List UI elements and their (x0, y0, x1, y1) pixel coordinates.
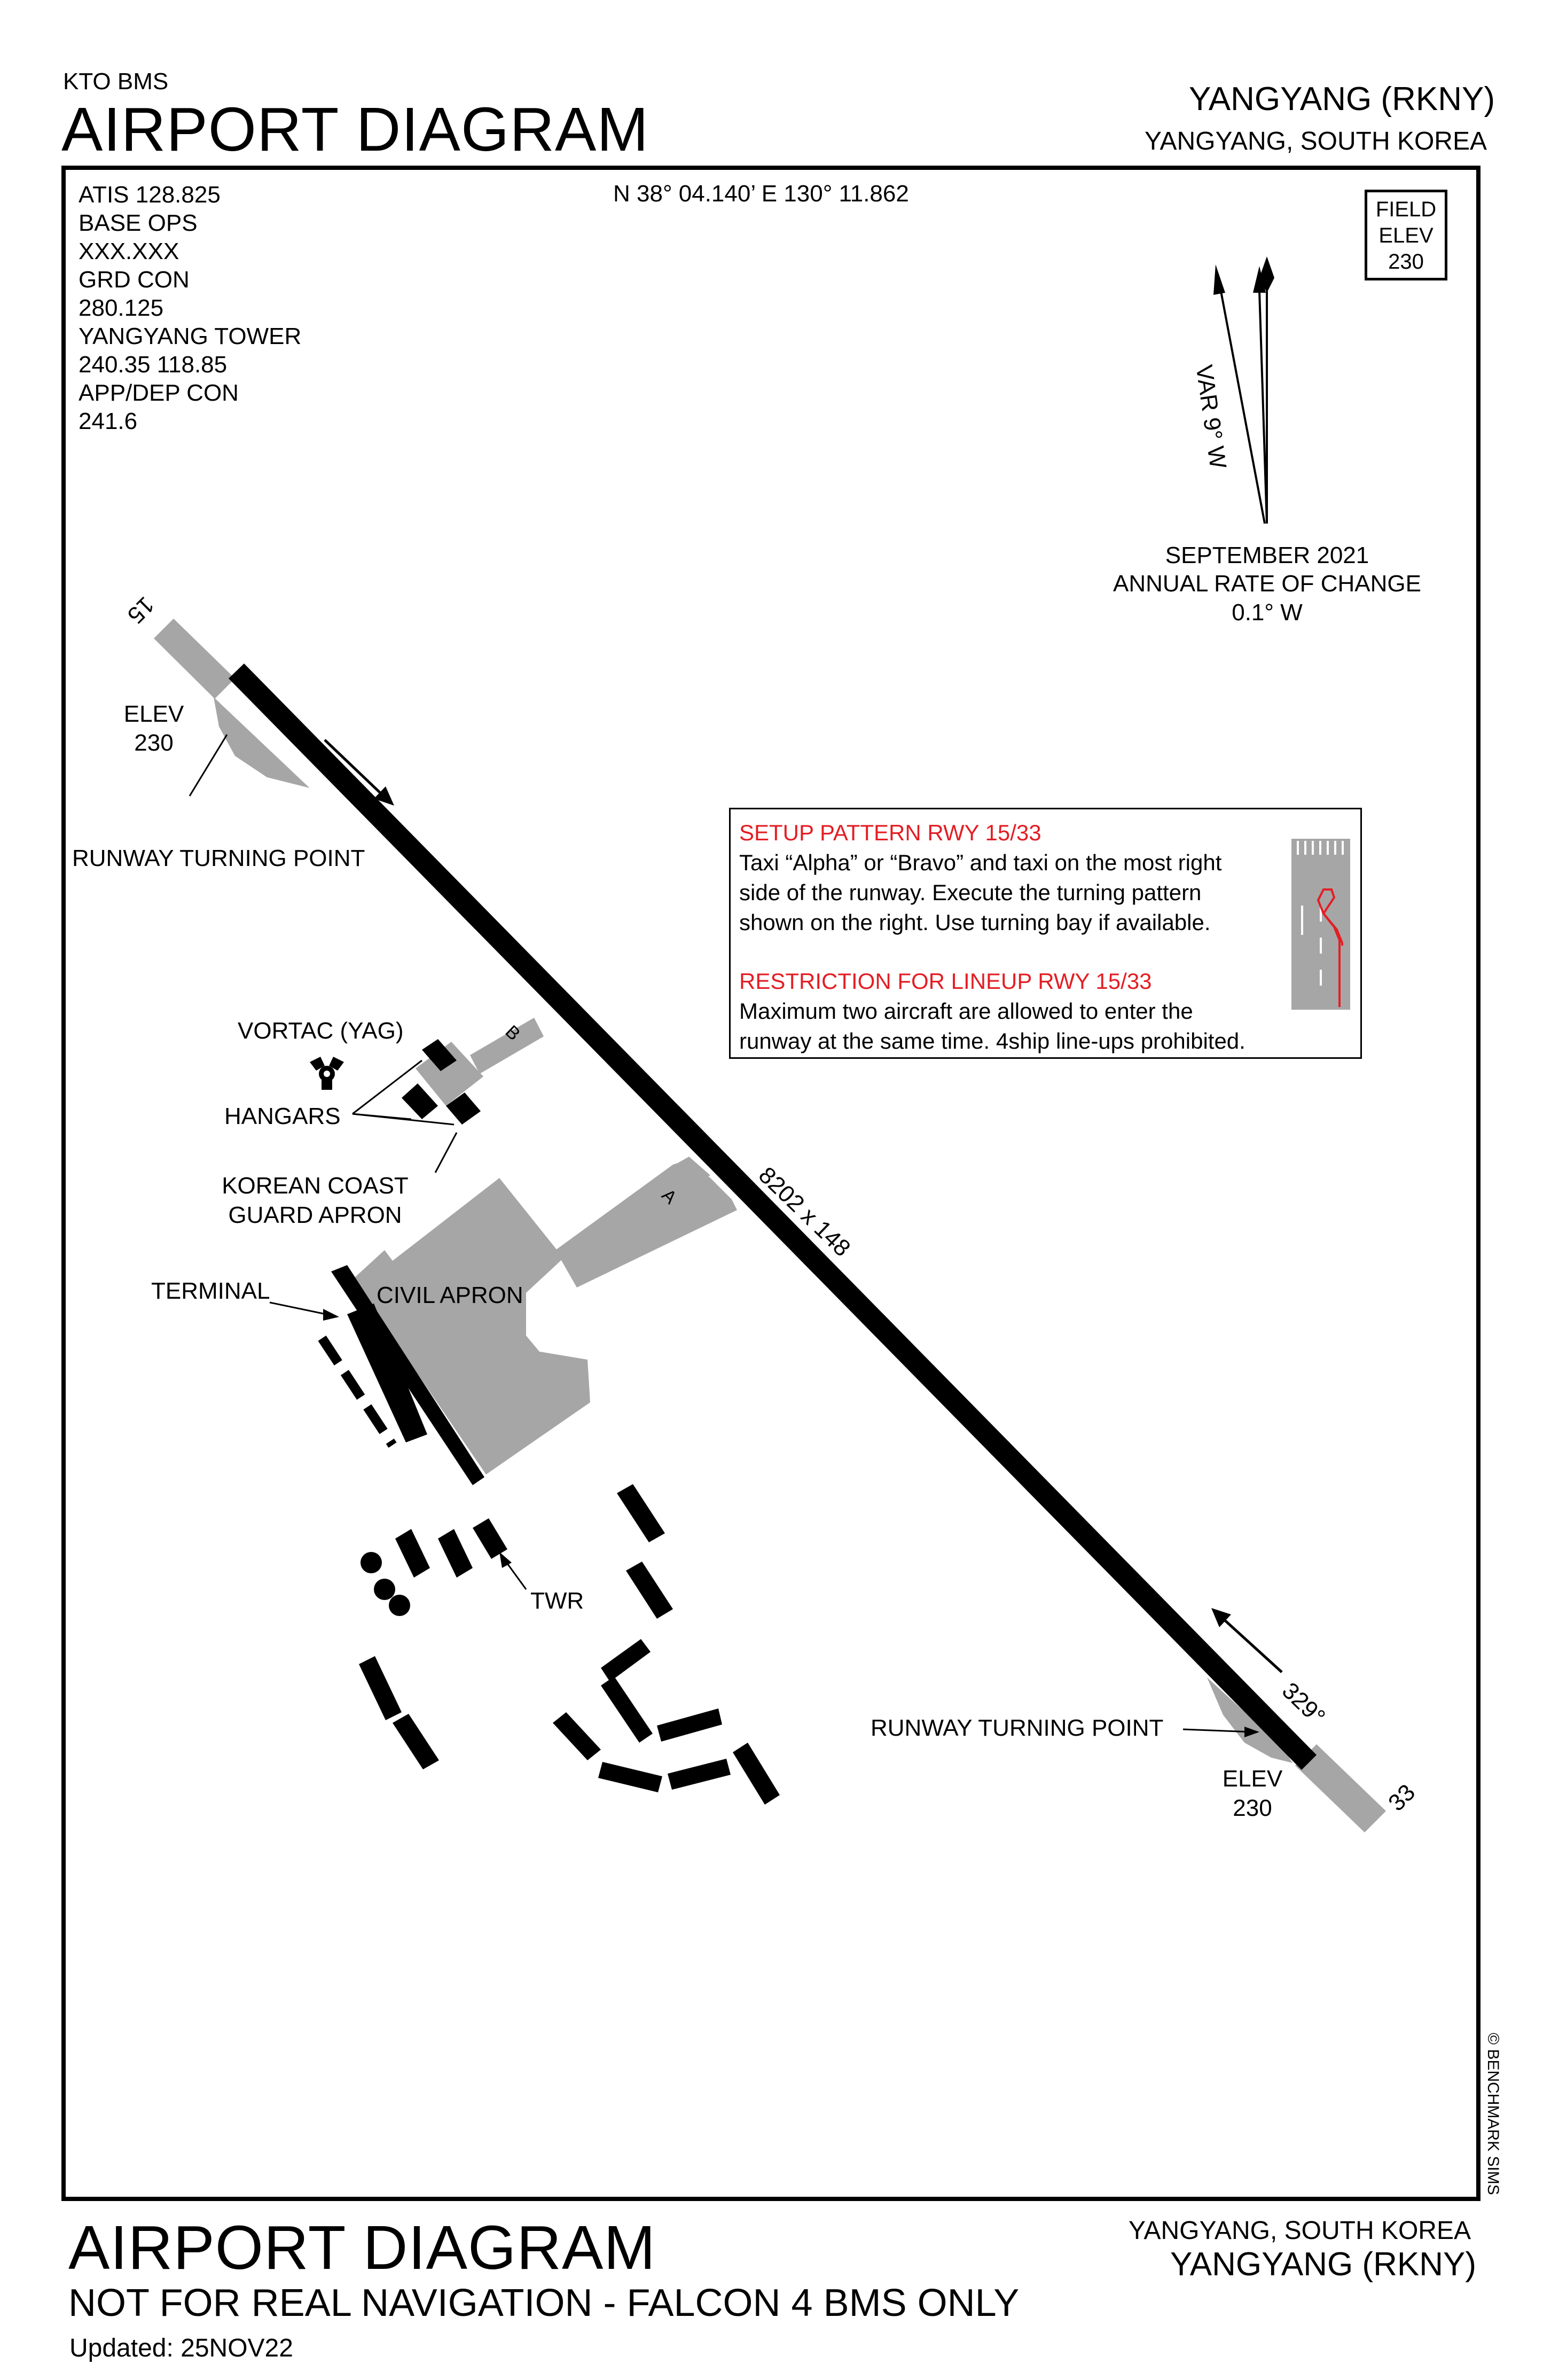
frequency-list: ATIS 128.825 BASE OPS XXX.XXX GRD CON 28… (79, 181, 301, 435)
civil-apron (352, 1178, 590, 1474)
taxiway-a (555, 1157, 737, 1287)
twr-label: TWR (530, 1588, 584, 1614)
footer-location: YANGYANG, SOUTH KOREA (1129, 2217, 1471, 2245)
elev-north-value: 230 (134, 730, 174, 756)
runway-overrun-south (1295, 1744, 1386, 1832)
tower-area-buildings (359, 1484, 780, 1805)
heading-arrow-329-icon (1211, 1608, 1283, 1673)
airport-coordinates: N 38° 04.140’ E 130° 11.862 (613, 181, 909, 207)
runway-overrun-north (154, 619, 235, 699)
freq-ground-value: 280.125 (79, 295, 164, 321)
terminal-label: TERMINAL (151, 1278, 270, 1304)
hangars-label: HANGARS (224, 1103, 341, 1129)
restriction-title: RESTRICTION FOR LINEUP RWY 15/33 (739, 969, 1152, 994)
restriction-line-1: Maximum two aircraft are allowed to ente… (739, 998, 1193, 1024)
field-elev-label-2: ELEV (1378, 224, 1434, 247)
turning-point-north-label: RUNWAY TURNING POINT (72, 845, 365, 871)
terminal-leader (269, 1301, 332, 1316)
coast-guard-label-1: KOREAN COAST (222, 1173, 409, 1199)
setup-pattern-title: SETUP PATTERN RWY 15/33 (739, 820, 1041, 845)
vortac-icon (310, 1057, 344, 1090)
north-arrow-icon (1253, 266, 1268, 524)
footer-disclaimer: NOT FOR REAL NAVIGATION - FALCON 4 BMS O… (68, 2282, 1020, 2324)
diagram-frame (61, 166, 1480, 2201)
page-title: AIRPORT DIAGRAM (61, 95, 649, 164)
freq-approach: APP/DEP CON (79, 380, 239, 406)
taxiway-b (470, 1018, 544, 1074)
elev-south-label: ELEV (1222, 1766, 1283, 1792)
hangars-leader-lines (352, 1059, 458, 1173)
magnetic-rate-label: ANNUAL RATE OF CHANGE (1113, 571, 1421, 597)
magnetic-north-arrow-icon (1213, 264, 1266, 524)
magnetic-rate: 0.1° W (1232, 599, 1303, 626)
civil-apron-label: CIVIL APRON (377, 1282, 523, 1308)
magnetic-date: SEPTEMBER 2021 (1165, 542, 1369, 568)
elev-south-value: 230 (1233, 1795, 1272, 1821)
freq-approach-value: 241.6 (79, 408, 138, 434)
twr-leader (504, 1559, 527, 1590)
setup-line-2: side of the runway. Execute the turning … (739, 880, 1202, 905)
freq-atis: ATIS 128.825 (79, 182, 221, 208)
hangar-buildings (402, 1039, 481, 1125)
runway-turning-bay-north (214, 697, 312, 791)
turning-point-north-leader (189, 734, 228, 797)
airport-location: YANGYANG, SOUTH KOREA (1145, 127, 1487, 155)
freq-ground: GRD CON (79, 267, 190, 293)
footer-updated: Updated: 25NOV22 (69, 2334, 293, 2362)
turning-pattern-icon (1291, 839, 1350, 1010)
terminal-building (318, 1265, 484, 1485)
freq-tower-value: 240.35 118.85 (79, 352, 228, 378)
field-elev-value: 230 (1388, 250, 1424, 274)
turning-point-south-arrowhead (1244, 1727, 1259, 1737)
field-elev-label: FIELD (1375, 198, 1437, 221)
runway-15-33 (229, 664, 1317, 1770)
setup-line-1: Taxi “Alpha” or “Bravo” and taxi on the … (739, 850, 1222, 875)
footer-airport: YANGYANG (RKNY) (1170, 2246, 1476, 2283)
heading-arrow-149-icon (324, 739, 394, 806)
turning-point-south-leader (1182, 1728, 1253, 1733)
twr-leader-arrowhead (499, 1552, 512, 1568)
freq-base-ops: BASE OPS (79, 210, 198, 236)
elev-north-label: ELEV (123, 701, 184, 727)
true-north-arrow-icon (1259, 256, 1274, 524)
restriction-line-2: runway at the same time. 4ship line-ups … (739, 1028, 1246, 1054)
setup-line-3: shown on the right. Use turning bay if a… (739, 910, 1211, 935)
turning-point-south-label: RUNWAY TURNING POINT (871, 1715, 1164, 1741)
terminal-leader-arrowhead (323, 1309, 339, 1321)
field-elevation-box: FIELD ELEV 230 (1365, 190, 1447, 280)
notes-box: SETUP PATTERN RWY 15/33 Taxi “Alpha” or … (729, 808, 1362, 1059)
airport-name: YANGYANG (RKNY) (1189, 81, 1495, 118)
freq-tower: YANGYANG TOWER (79, 323, 302, 349)
copyright: © BENCHMARK SIMS (1484, 2033, 1502, 2195)
freq-base-ops-value: XXX.XXX (79, 238, 179, 264)
footer-title: AIRPORT DIAGRAM (68, 2213, 656, 2282)
org-label: KTO BMS (63, 68, 169, 95)
coast-guard-label-2: GUARD APRON (228, 1202, 402, 1228)
vortac-label: VORTAC (YAG) (238, 1018, 404, 1044)
runway-turning-bay-south (1207, 1677, 1292, 1763)
